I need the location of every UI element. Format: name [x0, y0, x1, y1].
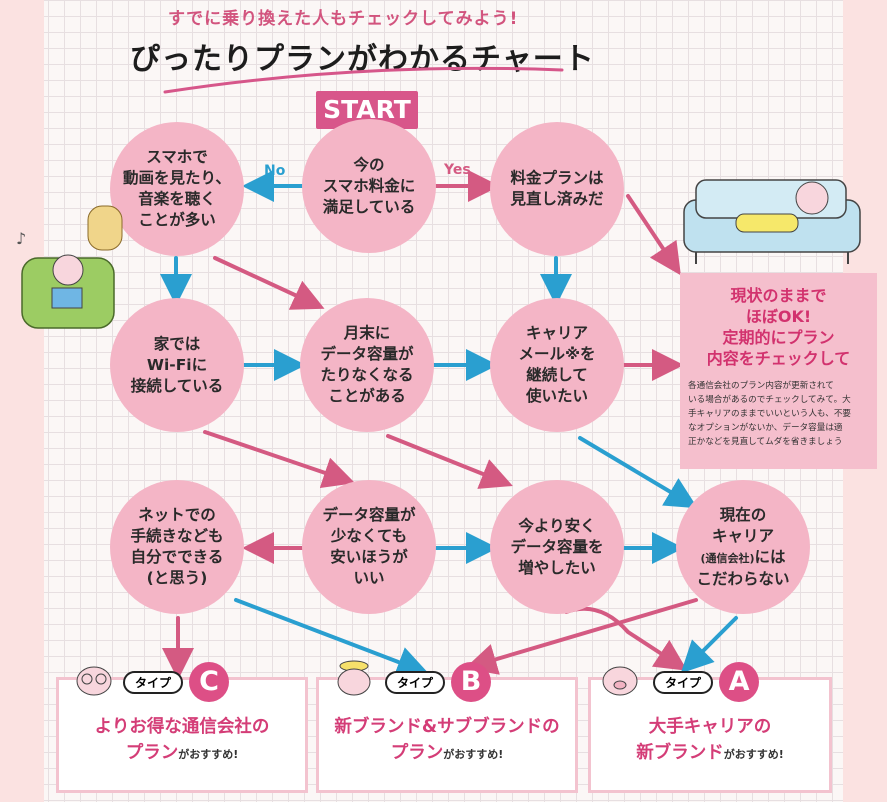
result-keep-box: 現状のままで ほぼOK! 定期的にプラン 内容をチェックして 各通信会社のプラン… [680, 273, 877, 469]
armchair-illustration: ♪ [16, 205, 123, 329]
node-more-data: 今より安く データ容量を 増やしたい [490, 480, 624, 614]
type-a-pill: タイプ [653, 670, 714, 694]
node-satisfied: 今の スマホ料金に 満足している [302, 119, 436, 253]
node-wifi: 家では Wi-Fiに 接続している [110, 298, 244, 432]
node-reviewed: 料金プランは 見直し済みだ [490, 122, 624, 256]
result-keep-body: 各通信会社のプラン内容が更新されて いる場合があるのでチェックしてみて。大 手キ… [688, 381, 852, 447]
subtitle: すでに乗り換えた人もチェックしてみよう! [168, 9, 519, 29]
yes-label: Yes [444, 162, 471, 178]
node-carrier-any: 現在の キャリア (通信会社)には こだわらない [676, 480, 810, 614]
type-c-pill: タイプ [123, 670, 184, 694]
type-a-letter: A [719, 662, 760, 702]
node-carrier-mail: キャリア メール※を 継続して 使いたい [490, 298, 624, 432]
type-a-recommendation: 大手キャリアの 新ブランドがおすすめ! [636, 717, 784, 763]
type-c-letter: C [189, 662, 230, 702]
result-keep-heading: 現状のままで ほぼOK! 定期的にプラン 内容をチェックして [706, 286, 851, 368]
sofa-illustration [683, 179, 861, 264]
node-online: ネットでの 手続きなども 自分でできる (と思う) [110, 480, 244, 614]
left-margin [0, 0, 44, 802]
node-streaming: スマホで 動画を見たり、 音楽を聴く ことが多い [110, 122, 244, 256]
type-c-recommendation: よりお得な通信会社の プランがおすすめ! [94, 717, 270, 763]
type-c-box: タイプ C よりお得な通信会社の プランがおすすめ! [56, 662, 308, 793]
type-b-box: タイプ B 新ブランド&サブブランドの プランがおすすめ! [316, 662, 578, 793]
node-cheap: データ容量が 少なくても 安いほうが いい [302, 480, 436, 614]
pig-icon [602, 666, 638, 696]
node-data-short: 月末に データ容量が たりなくなる ことがある [300, 298, 434, 432]
pig-hat-icon [337, 660, 371, 696]
no-label: No [264, 163, 286, 179]
svg-text:♪: ♪ [16, 229, 26, 248]
type-a-box: タイプ A 大手キャリアの 新ブランドがおすすめ! [588, 662, 832, 793]
type-b-recommendation: 新ブランド&サブブランドの プランがおすすめ! [334, 717, 560, 763]
type-b-pill: タイプ [385, 670, 446, 694]
type-b-letter: B [451, 662, 492, 702]
pig-glasses-icon [76, 666, 112, 696]
